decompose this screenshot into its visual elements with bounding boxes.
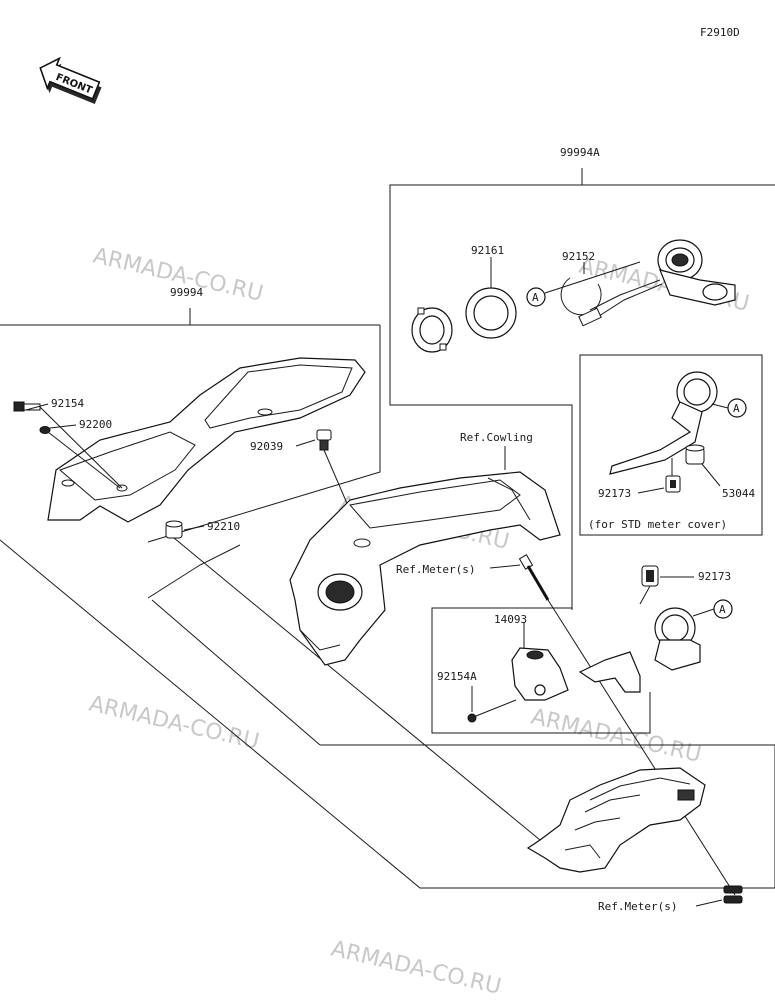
clamp-92173 [639, 565, 659, 605]
part-92210: 92210 [207, 520, 240, 533]
std-meter-box [579, 354, 763, 536]
ref-meter-top: Ref.Meter(s) [396, 563, 475, 576]
guard-plate [526, 767, 706, 873]
callout-a: A [526, 261, 641, 307]
part-92039: 92039 [250, 440, 283, 453]
clip-92152 [560, 262, 602, 316]
figure-code: F2910D [700, 26, 740, 39]
kit-grip-frame [389, 168, 775, 610]
note-std-meter: (for STD meter cover) [588, 518, 727, 531]
ref-cowling: Ref.Cowling [460, 431, 533, 444]
screw-92154a [467, 699, 517, 723]
kit-windshield-frame [0, 308, 775, 889]
bracket-main: A [578, 599, 733, 693]
bolt-92154 [13, 401, 123, 489]
rubber-53044 [685, 444, 721, 487]
part-92154: 92154 [51, 397, 84, 410]
clamp-92173-std [665, 458, 681, 493]
windshield-screen [47, 357, 366, 523]
callout-a-letter: A [733, 402, 740, 415]
part-14093: 14093 [494, 613, 527, 626]
watermarks: ARMADA-CO.RU ARMADA-CO.RU ARMADA-CO.RU A… [87, 243, 752, 999]
bolt-92039 [316, 429, 353, 516]
part-92161: 92161 [471, 244, 504, 257]
watermark-text: ARMADA-CO.RU [529, 704, 704, 767]
socket-assembly [578, 239, 736, 327]
switch-housing-14093 [511, 622, 569, 701]
grommet [723, 885, 743, 904]
switch-box [431, 607, 651, 734]
part-92154a: 92154A [437, 670, 477, 683]
front-arrow-icon: FRONT [39, 56, 102, 105]
leader-line [147, 544, 241, 599]
watermark-text: ARMADA-CO.RU [87, 691, 262, 754]
kit-windshield-number: 99994 [170, 286, 203, 299]
leader-line [151, 599, 321, 746]
part-92200: 92200 [79, 418, 112, 431]
spacer-92210 [165, 520, 541, 841]
callout-a-letter: A [532, 291, 539, 304]
part-92152: 92152 [562, 250, 595, 263]
long-bolt [518, 554, 736, 896]
watermark-text: ARMADA-CO.RU [329, 936, 504, 999]
part-92173: 92173 [698, 570, 731, 583]
callout-a-letter: A [719, 603, 726, 616]
bracket-std: A [609, 371, 747, 475]
ring-92161 [465, 257, 517, 339]
part-92173-std: 92173 [598, 487, 631, 500]
kit-grip-number: 99994A [560, 146, 600, 159]
washer-92200 [39, 426, 121, 489]
part-53044: 53044 [722, 487, 755, 500]
ref-meter-bottom: Ref.Meter(s) [598, 900, 677, 913]
cowling-assembly [289, 471, 561, 666]
ring-nut [411, 307, 453, 353]
